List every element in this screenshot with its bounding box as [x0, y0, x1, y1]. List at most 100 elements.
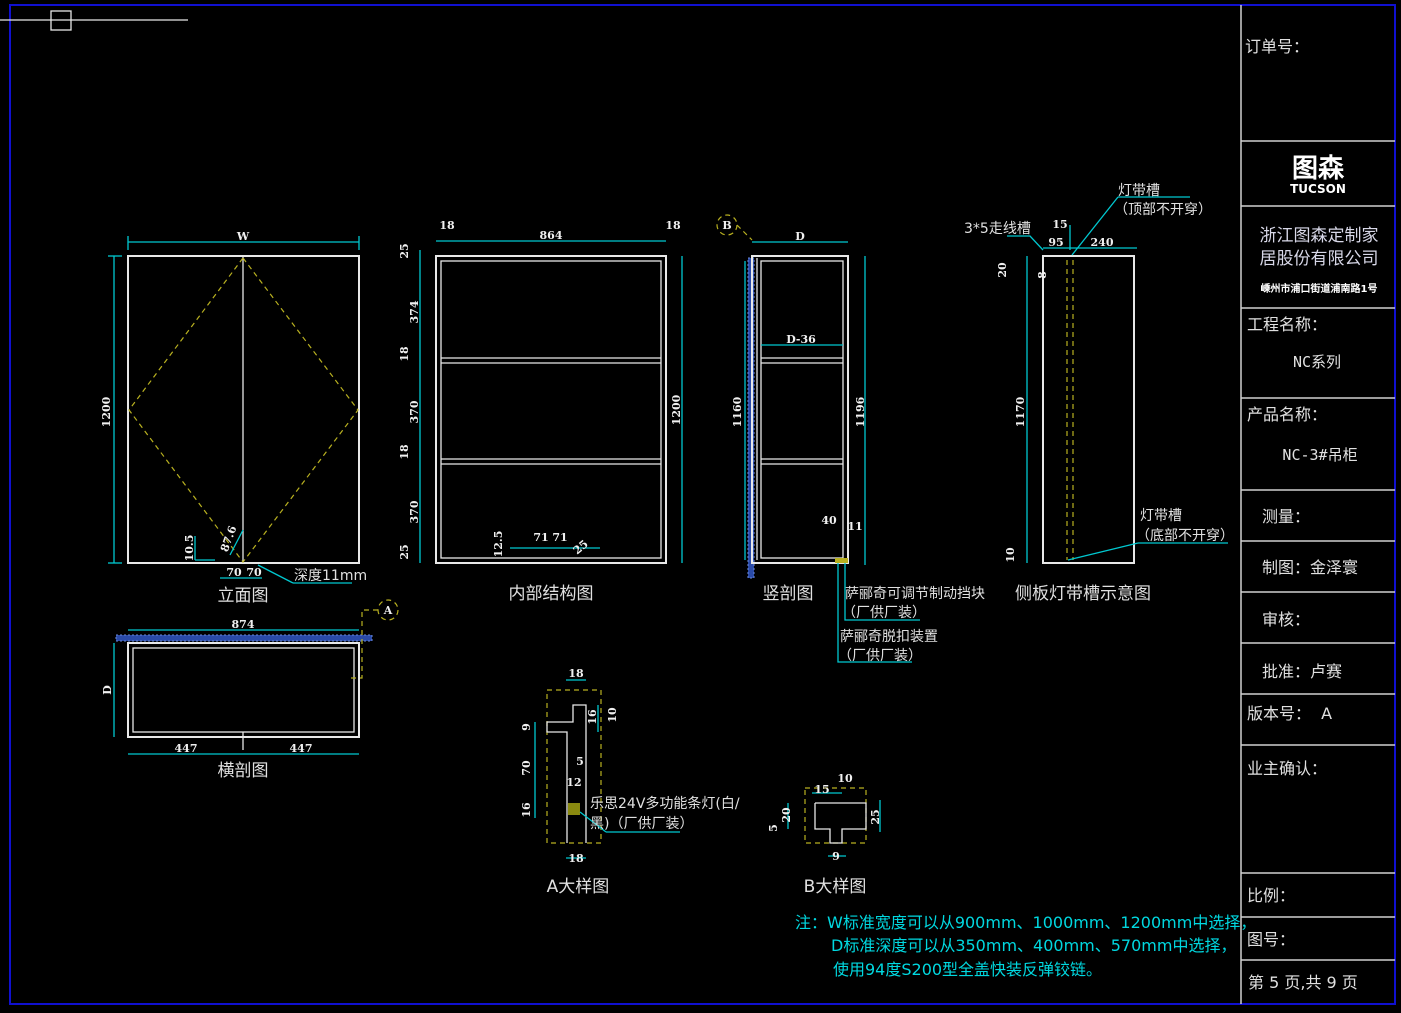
side-dim-240: 240 [1091, 236, 1114, 249]
tb-version: 版本号： A [1247, 704, 1332, 723]
elevation-dim-70b: 70 [246, 566, 262, 579]
elevation-depth-note: 深度11mm [294, 568, 367, 584]
interior-left-dim-3: 370 [408, 400, 421, 423]
detail-b-dim-25: 25 [869, 809, 882, 824]
detail-a-dim-10: 10 [606, 707, 619, 723]
section-title: 竖剖图 [763, 584, 814, 604]
tb-page: 第 5 页,共 9 页 [1248, 973, 1358, 992]
drawing-border [9, 4, 1396, 1005]
side-bottom-slot-line1: 灯带槽 [1140, 508, 1182, 524]
interior-bottom-dim-2: 71 [552, 531, 567, 544]
detail-a-top-dim: 18 [568, 667, 584, 680]
section-note2-line2: （厂供厂装） [838, 648, 922, 664]
side-dim-10: 10 [1004, 547, 1017, 563]
section-inner-depth-dim: D-36 [786, 333, 816, 346]
interior-left-dim-2: 18 [398, 346, 411, 362]
section-note2-line1: 萨郦奇脱扣装置 [840, 628, 938, 645]
elevation-dim-70a: 70 [226, 566, 242, 579]
section-note1-line1: 萨郦奇可调节制动挡块 [845, 585, 985, 602]
detail-b-dim-15: 15 [814, 783, 829, 796]
tb-drawn: 制图：金泽寰 [1262, 558, 1358, 577]
section-depth-dim: D [795, 230, 805, 243]
side-bottom-slot-line2: （底部不开穿） [1136, 528, 1234, 544]
detail-a-dim-70: 70 [520, 760, 533, 776]
tb-company-line1: 浙江图森定制家 [1260, 226, 1379, 246]
tb-approve: 批准：卢赛 [1262, 662, 1342, 681]
elevation-height-dim: 1200 [100, 396, 113, 427]
side-top-slot-line1: 灯带槽 [1118, 183, 1160, 199]
side-dim-20: 20 [996, 262, 1009, 278]
note-line-2: D标准深度可以从350mm、400mm、570mm中选择， [831, 936, 1236, 955]
elevation-dim-10-5: 10.5 [183, 535, 196, 562]
tb-logo-en: TUCSON [1290, 182, 1346, 196]
note-line-1: 注：W标准宽度可以从900mm、1000mm、1200mm中选择， [795, 913, 1256, 932]
detail-a-dim-9: 9 [520, 723, 533, 731]
interior-bottom-dim-0: 12.5 [492, 531, 505, 558]
interior-bottom-dim-1: 71 [533, 531, 548, 544]
detail-b-dim-20: 20 [780, 807, 793, 823]
detail-b-dim-9: 9 [832, 850, 840, 863]
tb-product-label: 产品名称： [1247, 405, 1327, 424]
plan-half-left-dim: 447 [175, 742, 198, 755]
detail-a-dim-5: 5 [576, 755, 584, 768]
ucs-icon [0, 10, 188, 31]
elevation-dim-87-6: 87.6 [218, 524, 239, 554]
interior-top-dim-1: 864 [540, 229, 563, 242]
section-note1-line2: （厂供厂装） [842, 605, 926, 621]
elevation-width-dim: W [236, 230, 250, 243]
section-dim-40: 40 [821, 514, 837, 527]
section-marker-b: B [722, 219, 731, 232]
tb-drawing-no: 图号： [1247, 930, 1295, 949]
detail-a-dim-16b: 16 [520, 802, 533, 818]
vertical-section-view [716, 214, 920, 663]
section-right-height-dim: 1196 [854, 396, 867, 427]
note-line-3: 使用94度S200型全盖快装反弹铰链。 [833, 960, 1102, 979]
plan-section-view [113, 599, 399, 755]
tb-logo-cn: 图森 [1292, 154, 1345, 184]
side-dim-95: 95 [1048, 236, 1063, 249]
detail-a-dim-16: 16 [586, 709, 599, 725]
tb-order-no: 订单号： [1245, 37, 1309, 56]
interior-right-dim: 1200 [670, 394, 683, 425]
tb-company-line2: 居股份有限公司 [1260, 249, 1379, 269]
plan-depth-dim: D [101, 685, 114, 695]
detail-a-view [534, 679, 680, 859]
interior-top-dim-0: 18 [439, 219, 455, 232]
elevation-view [108, 236, 360, 584]
plan-marker-a: A [383, 604, 393, 617]
detail-b-title: B大样图 [804, 877, 867, 897]
interior-view [419, 240, 683, 564]
plan-half-right-dim: 447 [290, 742, 313, 755]
interior-top-dim-2: 18 [665, 219, 681, 232]
interior-bottom-dim-3: 25 [571, 537, 591, 557]
plan-width-dim: 874 [232, 618, 255, 631]
detail-a-dim-12: 12 [566, 776, 581, 789]
side-panel-title: 侧板灯带槽示意图 [1015, 584, 1151, 604]
side-dim-8: 8 [1036, 271, 1049, 279]
tb-project-label: 工程名称： [1247, 315, 1327, 334]
tb-scale: 比例： [1247, 886, 1295, 905]
section-dim-11: 11 [847, 520, 862, 533]
plan-title: 横剖图 [218, 761, 269, 781]
tb-product-value: NC-3#吊柜 [1282, 446, 1357, 464]
section-left-height-dim: 1160 [731, 396, 744, 427]
interior-left-dim-5: 370 [408, 500, 421, 523]
tb-address: 嵊州市浦口街道浦南路1号 [1261, 282, 1378, 295]
interior-title: 内部结构图 [509, 584, 594, 604]
detail-b-view [787, 787, 881, 857]
tb-review: 审核： [1262, 610, 1310, 629]
detail-b-dim-10: 10 [837, 772, 853, 785]
interior-left-dim-0: 25 [398, 243, 411, 258]
interior-left-dim-1: 374 [408, 300, 421, 323]
side-wire-slot-label: 3*5走线槽 [964, 221, 1031, 237]
detail-a-title: A大样图 [547, 877, 610, 897]
detail-b-dim-5: 5 [767, 824, 780, 832]
detail-a-light-line1: 乐思24V多功能条灯(白/ [590, 795, 740, 812]
interior-left-dim-4: 18 [398, 444, 411, 460]
tb-project-value: NC系列 [1293, 353, 1341, 371]
title-block [1240, 5, 1395, 1004]
elevation-title: 立面图 [218, 586, 269, 606]
interior-left-dim-6: 25 [398, 544, 411, 559]
detail-a-bottom-dim: 18 [568, 852, 584, 865]
